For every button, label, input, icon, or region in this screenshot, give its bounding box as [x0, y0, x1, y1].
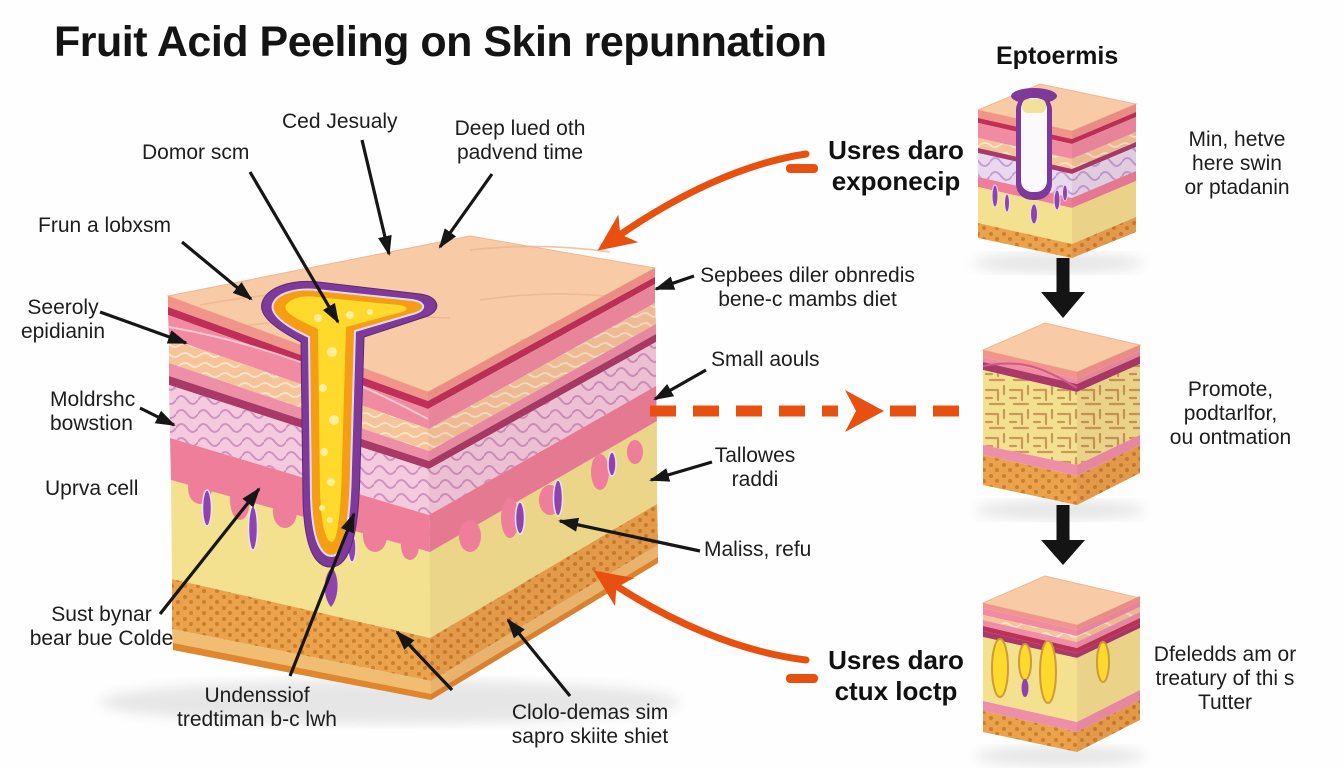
label-sepbees: Sepbees diler obnredis bene-c mambs diet	[700, 264, 915, 311]
label-small-aouls: Small aouls	[711, 348, 820, 371]
label-tallowes-raddi: Tallowes raddi	[714, 444, 796, 491]
main-skin-block	[166, 235, 658, 700]
label-domor-scm: Domor scm	[142, 141, 250, 164]
flow-down-arrows	[1041, 258, 1085, 565]
label-usres-daro-ctux: Usres daro ctux loctp	[828, 645, 964, 706]
gland-droplets	[201, 451, 617, 563]
acid-peel-funnel	[261, 280, 438, 607]
result-block-3	[981, 575, 1142, 752]
orange-curved-arrow-top	[597, 150, 810, 251]
orange-dash-bottom	[786, 674, 818, 683]
label-sust-bynar: Sust bynar bear bue Colde	[29, 603, 174, 650]
eptoermis-heading: Eptoermis	[996, 42, 1119, 70]
leader-arrows	[99, 139, 713, 698]
down-arrow-icon	[1056, 258, 1070, 292]
label-deep-lued: Deep lued oth padvend time	[454, 117, 586, 164]
down-arrow-icon	[1056, 505, 1070, 540]
label-panel1: Min, hetve here swin or ptadanin	[1184, 128, 1290, 199]
page-title: Fruit Acid Peeling on Skin repunnation	[54, 18, 827, 66]
label-panel3: Dfeledds am or treatury of thi s Tutter	[1153, 643, 1297, 714]
label-usres-daro-exponecip: Usres daro exponecip	[828, 135, 964, 196]
orange-dashed-arrowhead	[845, 390, 884, 432]
ground-shadows	[100, 253, 1145, 766]
orange-arrows	[593, 150, 974, 683]
result-block-1	[976, 83, 1138, 258]
label-uprva-cell: Uprva cell	[45, 477, 139, 500]
label-panel2: Promote, podtarlfor, ou ontmation	[1169, 378, 1292, 449]
orange-dash-top	[786, 164, 818, 173]
orange-curved-arrow-bottom	[593, 570, 810, 664]
label-clolo-demas: Clolo-demas sim sapro skiite shiet	[511, 701, 669, 748]
label-ced-jesualy: Ced Jesualy	[282, 110, 398, 133]
label-seeroly-epidianin: Seeroly epidianin	[20, 296, 106, 343]
label-maliss-refu: Maliss, refu	[704, 538, 812, 561]
label-frun-a-lobxsm: Frun a lobxsm	[38, 214, 172, 237]
result-block-2	[981, 322, 1142, 505]
label-moldrshc-bowstion: Moldrshc bowstion	[50, 388, 136, 435]
label-undenssiof: Undenssiof tredtiman b-c lwh	[177, 684, 337, 731]
